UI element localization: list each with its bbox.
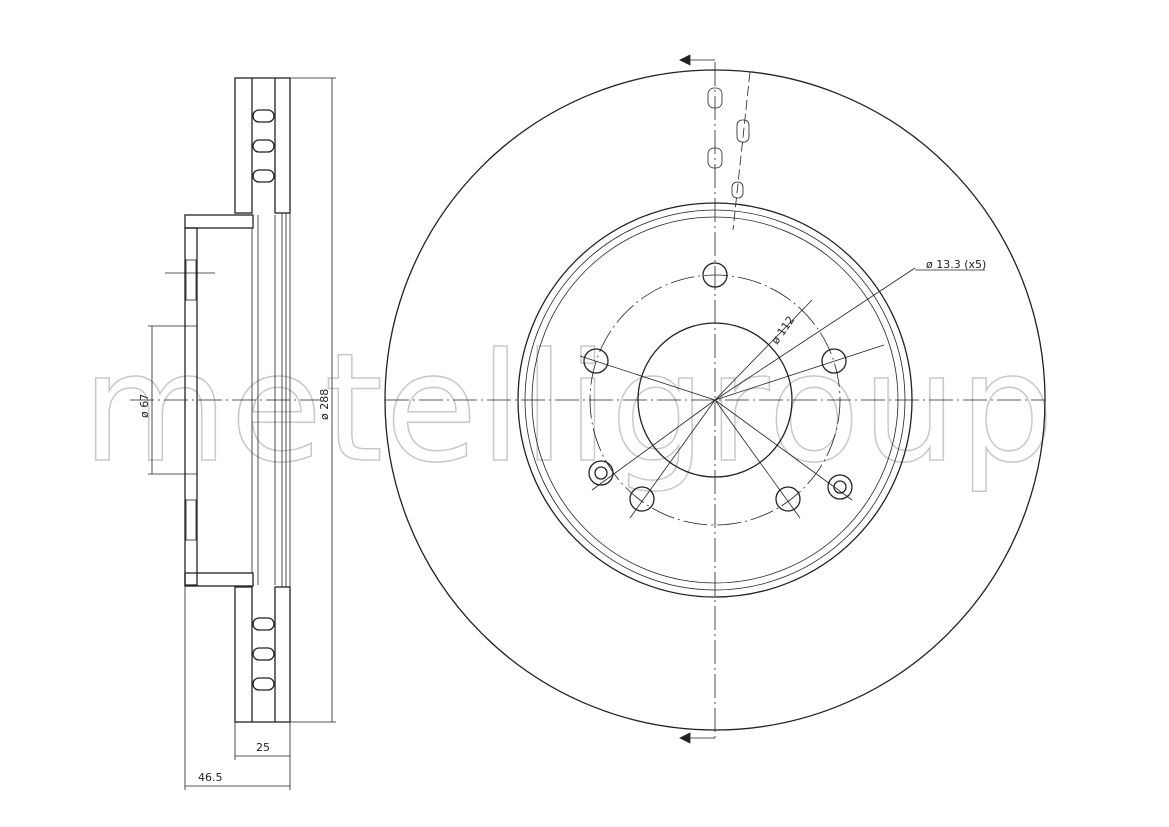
thickness-label: 25 <box>256 741 270 754</box>
outer-diameter-label: ø 288 <box>318 389 331 420</box>
watermark-logo: metelligroup <box>82 322 1056 496</box>
side-section-view: ø 288 ø 67 25 46.5 <box>130 77 336 790</box>
height-label: 46.5 <box>198 771 223 784</box>
bolt-hole-label: ø 13.3 (x5) <box>926 258 986 271</box>
front-view: ø 112 ø 13.3 (x5) <box>384 54 1046 744</box>
centering-diameter-label: ø 67 <box>138 394 151 418</box>
